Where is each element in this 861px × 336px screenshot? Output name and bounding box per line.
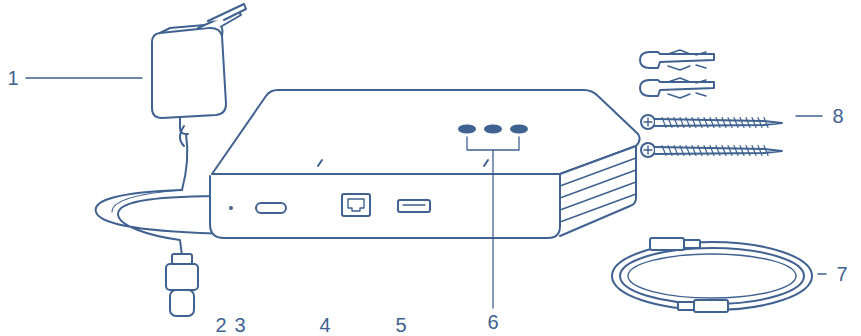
screw-thread <box>740 146 744 156</box>
screw-thread <box>704 146 708 156</box>
screw-thread <box>752 118 756 128</box>
screw-thread <box>746 146 750 156</box>
screw-thread <box>698 146 702 156</box>
screw-thread <box>746 118 750 128</box>
screw-thread <box>722 146 726 156</box>
screw-thread <box>728 118 732 128</box>
screw-thread <box>752 146 756 156</box>
callout-number: 2 <box>215 315 226 335</box>
callout-number: 6 <box>487 312 498 332</box>
callout-number: 7 <box>836 264 847 284</box>
screw-thread <box>740 118 744 128</box>
router-device <box>210 90 640 308</box>
screw-thread <box>674 118 678 128</box>
screw-thread <box>662 118 666 128</box>
screw-thread <box>716 146 720 156</box>
ethernet-cable <box>612 238 826 312</box>
screw-thread <box>704 118 708 128</box>
screw-thread <box>764 146 768 156</box>
callout-number: 3 <box>234 315 245 335</box>
screw-thread <box>686 118 690 128</box>
screw-thread <box>728 146 732 156</box>
screw-thread <box>722 118 726 128</box>
screw-thread <box>692 146 696 156</box>
screw-thread <box>698 118 702 128</box>
screw-thread <box>662 146 666 156</box>
screw-thread <box>764 118 768 128</box>
leader-line <box>26 77 142 78</box>
screw-thread <box>668 118 672 128</box>
screw-thread <box>668 146 672 156</box>
screw-thread <box>734 146 738 156</box>
callout-number: 1 <box>7 68 18 88</box>
screw-thread <box>686 146 690 156</box>
callout-number: 5 <box>395 315 406 335</box>
callout-number: 4 <box>319 315 330 335</box>
screw-thread <box>674 146 678 156</box>
screw-thread <box>716 118 720 128</box>
screw-thread <box>758 118 762 128</box>
screw-thread <box>680 146 684 156</box>
callout-number: 8 <box>832 106 843 126</box>
screw-thread <box>758 146 762 156</box>
screw-thread <box>734 118 738 128</box>
wall-plugs-and-screws <box>640 50 822 157</box>
screw-thread <box>692 118 696 128</box>
screw-thread <box>710 146 714 156</box>
screw-thread <box>680 118 684 128</box>
screw-thread <box>710 118 714 128</box>
